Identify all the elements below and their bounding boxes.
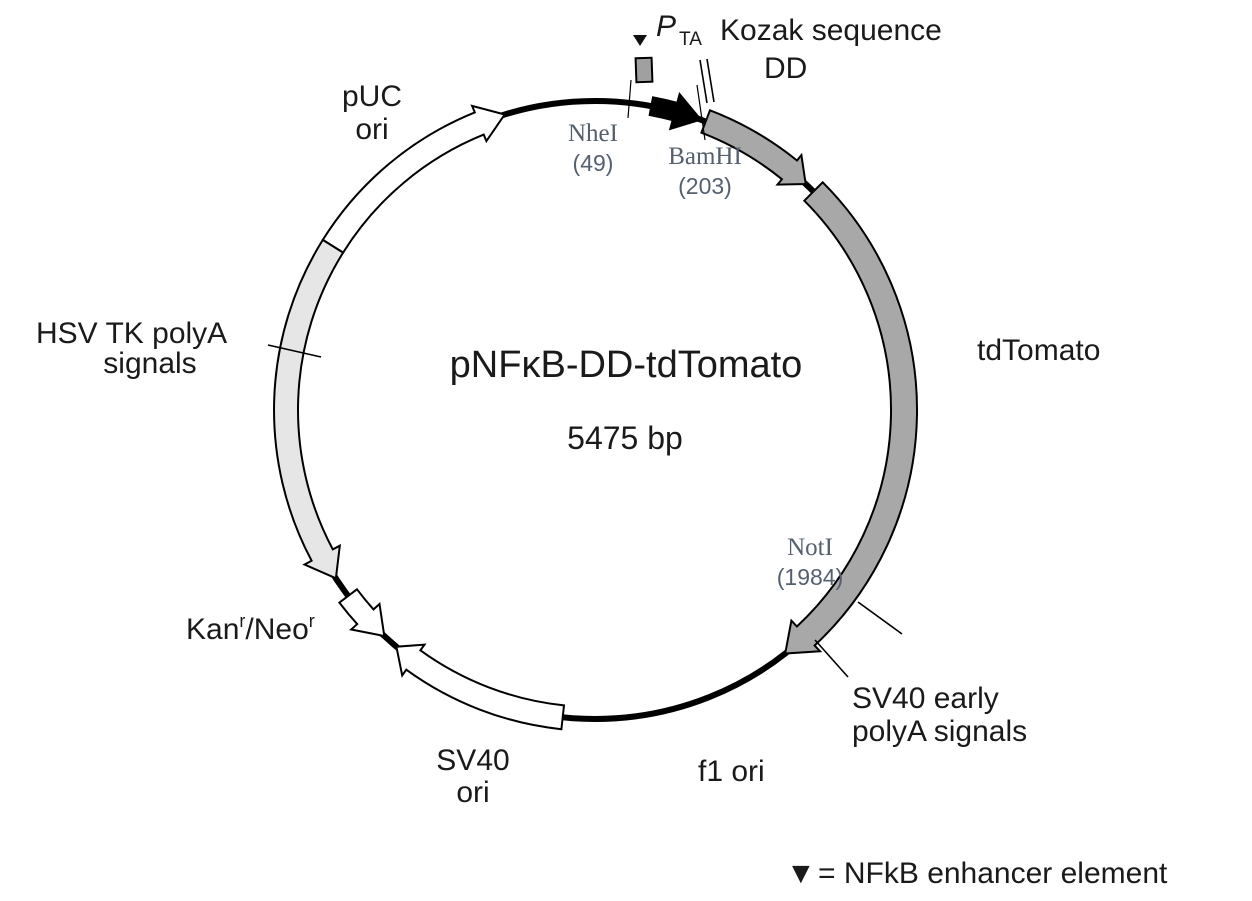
sv40-polya-tick [814,639,849,678]
promoter-arrow[interactable] [648,91,703,131]
puc-ori-arrow[interactable] [321,104,507,254]
legend-text: = NFkB enhancer element [818,857,1168,890]
nhei-site-name: NheI [568,120,618,147]
nhei-site-tick [627,79,632,119]
noti-site-tick [857,601,903,635]
dd-label: DD [764,52,807,85]
noti-site-name: NotI [787,534,833,561]
noti-site-position: (1984) [777,564,843,590]
tdtomato-arrow[interactable] [783,180,919,655]
f1-ori-arrow[interactable] [395,643,566,731]
f1-ori-label: f1 ori [698,755,765,788]
enhancer-element-box[interactable] [634,56,654,84]
nhei-site-position: (49) [573,150,614,176]
sv40-polya-label-line1: SV40 early [852,682,999,715]
sv40-ori-label-line1: SV40 [436,744,509,777]
puc-ori-label-line2: ori [355,113,388,146]
sv40-polya-label-line2: polyA signals [852,715,1027,748]
hsv-polya-label-line2: signals [103,347,196,380]
kan-neo-arrow[interactable] [273,238,345,580]
puc-ori-label-line1: pUC [342,80,402,113]
hsv-polya-tick [267,344,322,358]
sv40-ori-arrow[interactable] [337,587,386,638]
plasmid-size: 5475 bp [567,420,683,456]
sv40-ori-label-line2: ori [456,776,489,809]
kan-neo-label: Kanr/Neor [186,611,315,646]
dd-arrow[interactable] [700,109,807,186]
kozak-label: Kozak sequence [720,14,942,47]
kozak-marker [699,58,715,104]
plasmid-name: pNFκB-DD-tdTomato [450,344,803,386]
enhancer-marker-icon [633,35,647,46]
bamhi-site-name: BamHI [668,143,742,170]
hsv-polya-label-line1: HSV TK polyA [36,317,227,350]
bamhi-site-tick [696,84,706,141]
bamhi-site-position: (203) [678,173,732,199]
tdtomato-label: tdTomato [977,334,1100,367]
legend-symbol: ▼ [786,857,816,890]
